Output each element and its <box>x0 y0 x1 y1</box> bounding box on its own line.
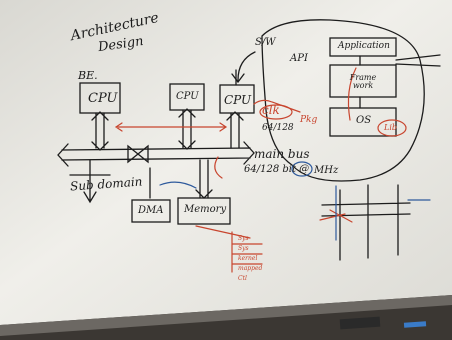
dma-label: DMA <box>138 206 163 216</box>
framework-label: Frame work <box>340 74 386 90</box>
memory-label: Memory <box>184 205 226 215</box>
stack-item-4: mapped <box>238 266 262 272</box>
stack-item-1: Sys <box>238 236 249 242</box>
lib-label: Lib <box>384 124 397 132</box>
api-label: API <box>290 54 308 64</box>
cpu-label-3: CPU <box>224 94 251 106</box>
be-label: BE. <box>78 70 98 81</box>
os-label: OS <box>356 116 371 126</box>
sw-label: S/W <box>255 38 276 48</box>
cpu-label-2: CPU <box>176 92 199 102</box>
bus-width-label: 64/128 <box>262 124 294 133</box>
main-bus-label: main bus <box>254 148 309 160</box>
cpu-label-1: CPU <box>88 92 117 105</box>
pkg-label: Pkg <box>300 116 317 125</box>
mhz-label: MHz <box>314 166 338 176</box>
clk-label: clk <box>262 104 280 116</box>
stack-item-3: kernel <box>238 256 257 262</box>
stack-item-5: Ctl <box>238 276 247 282</box>
bus-speed-label: 64/128 bit @ <box>244 165 309 175</box>
stack-item-2: Sys <box>238 246 249 252</box>
application-label: Application <box>338 42 390 51</box>
